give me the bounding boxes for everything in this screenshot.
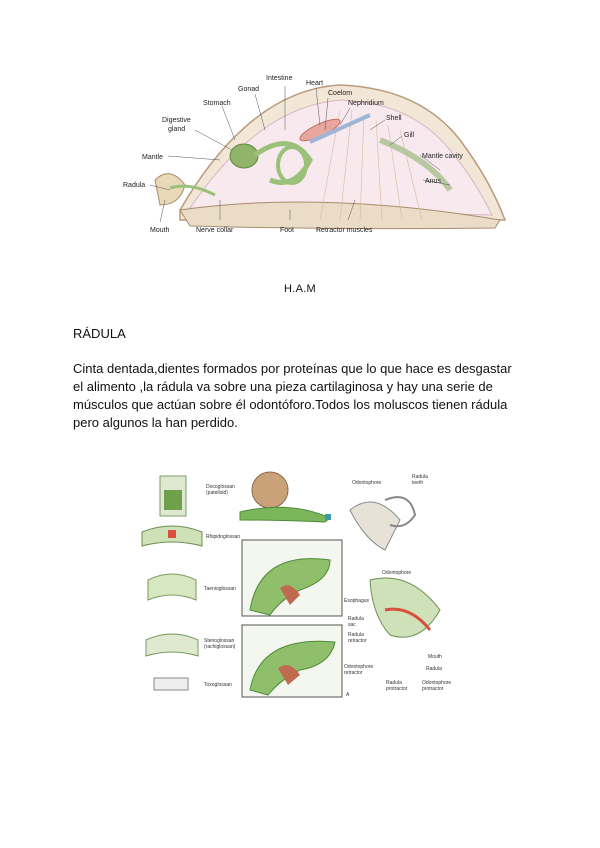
label-foot: Foot — [280, 227, 294, 234]
label-anus: Anus — [425, 178, 441, 185]
label-esophagus: Esophagus — [344, 598, 370, 604]
label-radula-2: Radula — [426, 666, 442, 672]
label-gill: Gill — [404, 132, 415, 139]
label-stomach: Stomach — [203, 100, 231, 107]
section-paragraph: Cinta dentada,dientes formados por prote… — [73, 361, 512, 430]
label-radula-protractor-1: Radula — [386, 680, 402, 686]
label-odontophore-mid: Odontophore — [382, 570, 411, 576]
label-mouth-2: Mouth — [428, 654, 442, 660]
label-docoglossan-2: (patelloid) — [206, 490, 228, 496]
label-radula: Radula — [123, 182, 145, 189]
label-retractor-muscles: Retractor muscles — [316, 227, 373, 234]
label-rhipidoglossan: Rhipidoglossan — [206, 534, 240, 540]
figure-caption: H.A.M — [283, 283, 317, 295]
label-shell: Shell — [386, 115, 402, 122]
label-stenoglossan-1: Stenoglossan — [204, 638, 235, 644]
label-mouth: Mouth — [150, 227, 170, 234]
label-radula-protractor-2: protractor — [386, 686, 408, 692]
label-digestive-gland-2: gland — [168, 126, 185, 133]
label-nephridium: Nephridium — [348, 100, 384, 107]
label-radula-teeth-2: teeth — [412, 480, 423, 486]
foot-shape — [179, 201, 501, 230]
label-radula-retractor-2: retractor — [348, 638, 367, 644]
label-nerve-collar: Nerve collar — [196, 227, 234, 234]
label-odontophore-protractor-1: Odontophore — [422, 680, 451, 686]
label-odontophore-top: Odontophore — [352, 480, 381, 486]
label-odontophore-retractor-1: Odontophore — [344, 664, 373, 670]
label-stenoglossan-2: (rachiglossan) — [204, 644, 236, 650]
label-intestine: Intestine — [266, 75, 293, 82]
label-mantle: Mantle — [142, 154, 163, 161]
label-toxoglossan: Toxoglossan — [204, 682, 232, 688]
radula-diagram: Docoglossan (patelloid) Rhipidoglossan T… — [141, 471, 451, 698]
radula-type-thumbnails — [141, 475, 203, 691]
snail-shell-shape — [251, 471, 289, 509]
label-radula-sac-2: sac — [348, 622, 356, 628]
digestive-gland-shape — [229, 143, 259, 169]
label-odontophore-retractor-2: retractor — [344, 670, 363, 676]
label-taenioglossan: Taenioglossan — [204, 586, 236, 592]
mollusc-anatomy-diagram: Intestine Heart Gonad Coelom Stomach Nep… — [123, 75, 507, 234]
label-mantle-cavity: Mantle cavity — [422, 153, 463, 160]
label-odontophore-protractor-2: protractor — [422, 686, 444, 692]
section-heading: RÁDULA — [73, 326, 126, 341]
label-heart: Heart — [306, 80, 323, 87]
label-coelom: Coelom — [328, 90, 352, 97]
label-gonad: Gonad — [238, 86, 259, 93]
label-digestive-gland-1: Digestive — [162, 117, 191, 124]
label-radula-sac-1: Radula — [348, 616, 364, 622]
label-radula-teeth-1: Radula — [412, 474, 428, 480]
label-radula-retractor-1: Radula — [348, 632, 364, 638]
label-docoglossan-1: Docoglossan — [206, 484, 235, 490]
label-panel-a: A — [346, 692, 350, 698]
